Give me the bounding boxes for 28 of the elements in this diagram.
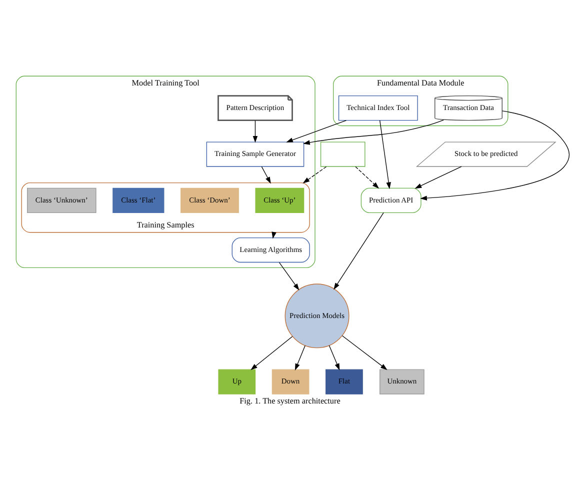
node-box: Technical Index Tool bbox=[338, 96, 418, 121]
node-box: Learning Algorithms bbox=[232, 237, 310, 263]
node-box: Unknown bbox=[380, 369, 424, 394]
arrow bbox=[302, 166, 327, 184]
arrow bbox=[279, 262, 300, 290]
node-box: Class ‘Flat’ bbox=[112, 188, 164, 213]
node-box: Class ‘Unknown’ bbox=[27, 188, 96, 213]
node-box: Up bbox=[218, 369, 256, 394]
arrow bbox=[414, 166, 462, 189]
arrow bbox=[420, 110, 570, 200]
arrow bbox=[380, 120, 391, 190]
arrow bbox=[303, 120, 444, 145]
arrow bbox=[342, 335, 388, 370]
arrow bbox=[328, 345, 340, 370]
node-box bbox=[320, 142, 366, 167]
arrow bbox=[261, 166, 271, 184]
node-box: Class ‘Up’ bbox=[255, 188, 304, 213]
arrow bbox=[250, 336, 293, 370]
node-box: Class ‘Down’ bbox=[180, 188, 239, 213]
node-box: Prediction API bbox=[360, 188, 422, 213]
node-box: Down bbox=[272, 369, 310, 394]
arrow bbox=[355, 166, 380, 189]
node-box: Training Sample Generator bbox=[206, 142, 304, 167]
arrow bbox=[294, 345, 306, 370]
arrow bbox=[252, 120, 258, 143]
arrow bbox=[334, 212, 384, 290]
arrow bbox=[286, 120, 347, 142]
node-box: Flat bbox=[326, 369, 363, 394]
